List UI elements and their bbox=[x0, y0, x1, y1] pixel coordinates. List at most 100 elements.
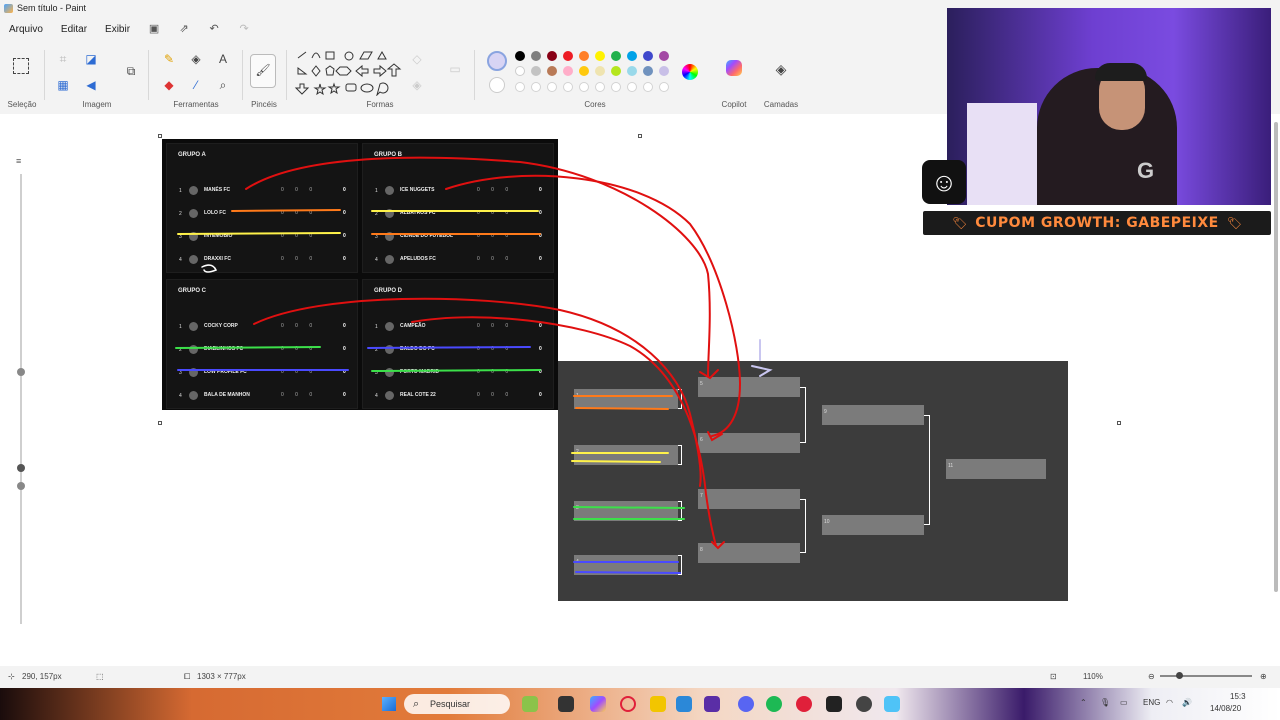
group-title: GRUPO B bbox=[374, 152, 403, 158]
color-picker-icon[interactable]: ⁄ bbox=[194, 78, 197, 92]
text-icon[interactable]: A bbox=[218, 52, 227, 66]
brush-size-slider[interactable] bbox=[17, 174, 25, 624]
color-swatch[interactable] bbox=[611, 82, 621, 92]
volume-icon[interactable]: 🔊 bbox=[1182, 698, 1192, 707]
color-swatch[interactable] bbox=[547, 82, 557, 92]
taskbar-search[interactable]: ⌕ Pesquisar bbox=[404, 694, 510, 714]
tray-icon[interactable]: ▭ bbox=[1120, 698, 1128, 707]
color-swatch[interactable] bbox=[611, 66, 621, 76]
shapes-gallery-icon[interactable] bbox=[294, 48, 402, 96]
fill-shape-icon[interactable]: ◈ bbox=[412, 78, 422, 92]
color-swatch[interactable] bbox=[579, 51, 589, 61]
wifi-icon[interactable]: ◠ bbox=[1166, 698, 1173, 707]
color-swatch[interactable] bbox=[579, 66, 589, 76]
app-icon[interactable] bbox=[704, 696, 720, 712]
shape-options-icon[interactable]: ▭ bbox=[449, 62, 461, 76]
color-swatch[interactable] bbox=[627, 66, 637, 76]
slider-knob[interactable] bbox=[17, 482, 25, 490]
zoom-slider-thumb[interactable] bbox=[1176, 672, 1183, 679]
resize-handle[interactable] bbox=[638, 134, 642, 138]
remove-background-icon[interactable]: ▦ bbox=[57, 78, 69, 92]
pencil-icon[interactable]: ✎ bbox=[163, 52, 175, 66]
secondary-color-swatch[interactable] bbox=[489, 77, 505, 93]
rotate-icon[interactable]: ◀ bbox=[86, 78, 96, 92]
color-swatch[interactable] bbox=[659, 66, 669, 76]
color-swatch[interactable] bbox=[579, 82, 589, 92]
app-icon[interactable] bbox=[796, 696, 812, 712]
brush-icon[interactable]: 🖌 bbox=[250, 54, 276, 88]
color-swatch[interactable] bbox=[563, 66, 573, 76]
color-swatch[interactable] bbox=[531, 82, 541, 92]
redo-icon[interactable]: ↷ bbox=[239, 23, 249, 35]
color-swatch[interactable] bbox=[627, 82, 637, 92]
paint-taskbar-icon[interactable] bbox=[884, 696, 900, 712]
color-swatch[interactable] bbox=[531, 51, 541, 61]
zoom-out-icon[interactable]: ⊖ bbox=[1148, 672, 1155, 681]
clock-time[interactable]: 15:3 bbox=[1230, 692, 1246, 701]
clock-date[interactable]: 14/08/20 bbox=[1210, 704, 1242, 713]
slider-knob[interactable] bbox=[17, 464, 25, 472]
primary-color-swatch[interactable] bbox=[487, 51, 507, 71]
menu-arquivo[interactable]: Arquivo bbox=[9, 23, 43, 35]
opera-icon[interactable] bbox=[620, 696, 636, 712]
app-icon[interactable] bbox=[826, 696, 842, 712]
color-swatch[interactable] bbox=[547, 51, 557, 61]
color-swatch[interactable] bbox=[563, 51, 573, 61]
image-select-icon[interactable]: ⧉ bbox=[126, 64, 136, 78]
slider-knob[interactable] bbox=[17, 368, 25, 376]
resize-handle[interactable] bbox=[158, 421, 162, 425]
resize-handle[interactable] bbox=[1117, 421, 1121, 425]
color-swatch[interactable] bbox=[659, 82, 669, 92]
store-icon[interactable] bbox=[676, 696, 692, 712]
spotify-icon[interactable] bbox=[766, 696, 782, 712]
resize-icon[interactable]: ◪ bbox=[85, 52, 97, 66]
eraser-icon[interactable]: ◆ bbox=[164, 78, 174, 92]
color-swatch[interactable] bbox=[611, 51, 621, 61]
mic-icon[interactable]: 🎙 bbox=[1100, 698, 1111, 707]
share-icon[interactable]: ⇗ bbox=[179, 23, 189, 35]
color-swatch[interactable] bbox=[531, 66, 541, 76]
color-swatch[interactable] bbox=[595, 66, 605, 76]
color-swatch[interactable] bbox=[563, 82, 573, 92]
undo-icon[interactable]: ↶ bbox=[209, 23, 219, 35]
color-swatch[interactable] bbox=[643, 51, 653, 61]
fit-screen-icon[interactable]: ⊡ bbox=[1050, 672, 1057, 681]
color-swatch[interactable] bbox=[595, 82, 605, 92]
resize-handle[interactable] bbox=[158, 134, 162, 138]
color-swatch[interactable] bbox=[515, 66, 525, 76]
save-icon[interactable]: ▣ bbox=[148, 23, 160, 35]
color-swatch[interactable] bbox=[659, 51, 669, 61]
copilot-icon[interactable] bbox=[726, 60, 742, 76]
zoom-level[interactable]: 110% bbox=[1083, 672, 1103, 681]
color-swatch[interactable] bbox=[515, 51, 525, 61]
magnifier-icon[interactable]: ⌕ bbox=[219, 78, 227, 92]
coupon-text: CUPOM GROWTH: GABEPEIXE bbox=[975, 215, 1219, 231]
color-swatch[interactable] bbox=[627, 51, 637, 61]
color-swatch[interactable] bbox=[595, 51, 605, 61]
windows-start-icon[interactable] bbox=[382, 697, 396, 711]
outline-icon[interactable]: ◇ bbox=[412, 52, 422, 66]
fill-icon[interactable]: ◈ bbox=[191, 52, 201, 66]
discord-icon[interactable] bbox=[738, 696, 754, 712]
vertical-scrollbar[interactable] bbox=[1274, 122, 1278, 592]
copilot-taskbar-icon[interactable] bbox=[590, 696, 606, 712]
language-indicator[interactable]: ENG bbox=[1143, 698, 1161, 707]
crop-icon[interactable]: ⌗ bbox=[59, 52, 67, 66]
zoom-in-icon[interactable]: ⊕ bbox=[1260, 672, 1267, 681]
color-swatch[interactable] bbox=[643, 82, 653, 92]
edit-colors-icon[interactable] bbox=[682, 64, 698, 80]
obs-icon[interactable] bbox=[856, 696, 872, 712]
color-swatch[interactable] bbox=[643, 66, 653, 76]
file-explorer-icon[interactable] bbox=[650, 696, 666, 712]
select-icon[interactable] bbox=[13, 58, 29, 74]
color-swatch[interactable] bbox=[515, 82, 525, 92]
zoom-slider[interactable] bbox=[1160, 675, 1252, 677]
terminal-icon[interactable] bbox=[558, 696, 574, 712]
menu-exibir[interactable]: Exibir bbox=[105, 23, 131, 35]
tray-chevron-icon[interactable]: ⌃ bbox=[1080, 698, 1087, 707]
widgets-icon[interactable] bbox=[522, 696, 538, 712]
color-swatch[interactable] bbox=[547, 66, 557, 76]
layers-icon[interactable]: ◈ bbox=[775, 61, 787, 77]
menu-editar[interactable]: Editar bbox=[60, 23, 88, 35]
